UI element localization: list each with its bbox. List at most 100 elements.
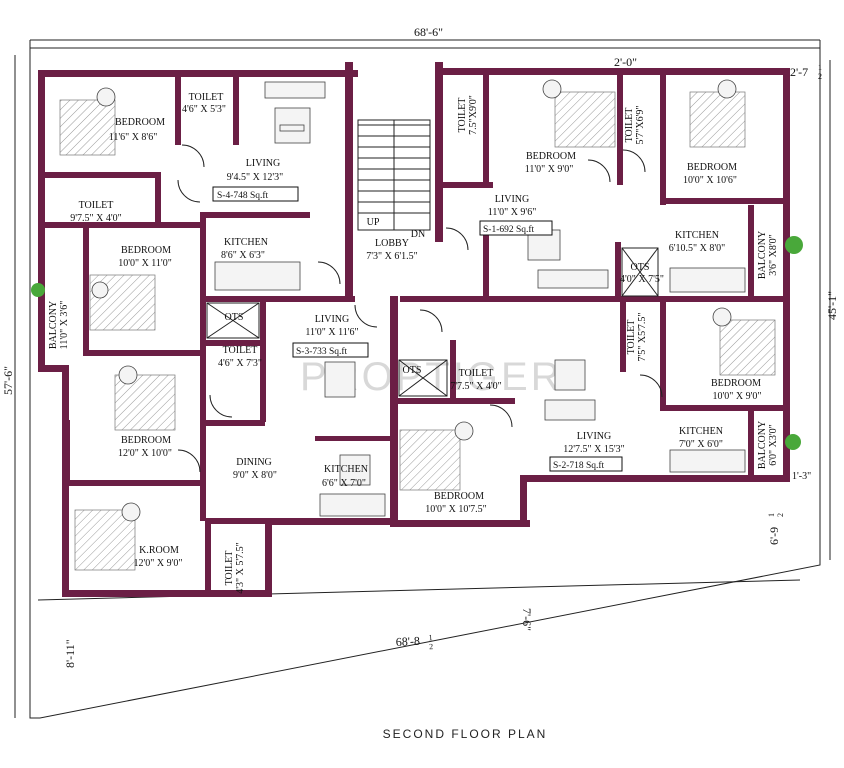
room-name: KITCHEN [679, 426, 723, 437]
room-name: LIVING [577, 431, 611, 442]
room-size: 8'6" X 6'3" [221, 250, 265, 261]
wall [435, 62, 443, 242]
door-swing [354, 304, 378, 328]
room-name: K.ROOM [139, 545, 179, 556]
unit-box [479, 220, 553, 236]
room-name: TOILET [189, 92, 224, 103]
wall [345, 62, 353, 302]
wall [45, 172, 160, 178]
dimension-bottom: 68'-8 [395, 634, 420, 649]
dimension-fraction: 1 [428, 633, 432, 642]
room-name: BEDROOM [711, 378, 761, 389]
room-size: 6'10.5" X 8'0" [669, 243, 726, 254]
dimension-fraction: 2 [429, 642, 433, 651]
dimension-bottom-group: 68'-8 1 2 [395, 633, 433, 651]
dimension-right: 45'-1" [825, 291, 839, 320]
internal-walls [45, 62, 790, 593]
room-size: 4'6" X 5'3" [182, 104, 226, 115]
unit-box [549, 456, 623, 472]
toilet-label-group: TOILET 4'3" X 5'7.5" [224, 542, 246, 594]
room-size: 12'7.5" X 15'3" [563, 444, 625, 455]
bed [74, 509, 136, 571]
table [324, 361, 356, 398]
table [554, 359, 586, 391]
room-name: TOILET [457, 98, 468, 133]
dimension-right-bottom-group: 6'-9 1 2 [767, 513, 785, 545]
wall [155, 172, 161, 222]
wall [450, 340, 456, 400]
unit-area-label: S-1-692 Sq.ft [483, 224, 535, 235]
room-size: 4'3" X 5'7.5" [235, 542, 246, 594]
dimension-fraction: 1 [767, 513, 776, 517]
room-name: OTS [225, 312, 244, 323]
door-swing [317, 261, 341, 285]
bed [689, 91, 746, 148]
dimension-bottom-left: 8'-11" [63, 639, 77, 668]
wall [83, 350, 203, 356]
ots-cross [621, 247, 659, 297]
wall [83, 228, 89, 353]
dimension-right-top: 2'-7 [790, 65, 808, 79]
room-name: LIVING [315, 314, 349, 325]
room-size: 4'6" X 7'3" [218, 358, 262, 369]
room-size: 7'5" X5'7.5" [637, 313, 648, 362]
room-size: 9'4.5" X 12'3" [227, 172, 284, 183]
unit-area-label: S-4-748 Sq.ft [217, 190, 269, 201]
sofa [537, 269, 609, 289]
wall [617, 75, 623, 185]
room-size: 11'6" X 8'6" [109, 132, 158, 143]
room-size: 12'0" X 9'0" [134, 558, 183, 569]
unit-box [292, 342, 369, 358]
room-size: 7.5"X9'0" [468, 95, 479, 135]
door-swing [445, 227, 469, 251]
room-name: DINING [236, 457, 272, 468]
wall [660, 302, 666, 407]
room-name: KITCHEN [324, 464, 368, 475]
door-swing [639, 374, 663, 398]
balcony-label-group: BALCONY 6'0" X3'0" [757, 421, 779, 469]
wall [38, 70, 358, 77]
room-size: 6'6" X 7'0" [322, 478, 366, 489]
wall [265, 518, 395, 525]
wall [315, 436, 395, 441]
room-name: TOILET [224, 551, 235, 586]
room-name: KITCHEN [224, 237, 268, 248]
furniture [91, 79, 746, 522]
wall [435, 68, 790, 75]
dimension-fraction: 2 [776, 513, 785, 517]
wall [748, 411, 754, 481]
wall [483, 75, 489, 185]
wall [45, 222, 205, 228]
unit-box [212, 186, 299, 202]
room-name: BEDROOM [115, 117, 165, 128]
dimension-center-bottom: 7'-6" [520, 608, 534, 631]
wall [660, 405, 790, 411]
room-name: BALCONY [757, 421, 768, 469]
kitchen-counter [669, 449, 746, 473]
lamp [454, 421, 474, 441]
wall [520, 475, 527, 527]
door-swing [419, 309, 443, 333]
lamp [717, 79, 737, 99]
room-name: KITCHEN [675, 230, 719, 241]
unit-area-label: S-2-718 Sq.ft [553, 460, 605, 471]
wall [748, 205, 754, 300]
wall [660, 75, 666, 205]
wall [395, 398, 515, 404]
room-size: 11'0" X 9'6" [488, 207, 537, 218]
toilet-label-group: TOILET 7'5" X5'7.5" [626, 313, 648, 362]
room-name: BEDROOM [434, 491, 484, 502]
toilet-label-group: TOILET 7.5"X9'0" [457, 95, 479, 135]
wall [783, 68, 790, 478]
room-size: 10'0" X 11'0" [118, 258, 172, 269]
stair-down-label: DN [411, 229, 425, 240]
room-size: 5'7"X6'9" [635, 106, 646, 145]
table-top [279, 124, 305, 132]
dimension-labels: 68'-6" 2'-7 1 2 2'-0" 45'-1" 57'-6" 68'-… [1, 25, 839, 668]
dimension-left-group: 57'-6" [1, 366, 15, 395]
room-name: OTS [631, 262, 650, 273]
wall [175, 77, 181, 145]
room-name: LIVING [246, 158, 280, 169]
room-name: BEDROOM [687, 162, 737, 173]
ots-box [398, 359, 448, 397]
